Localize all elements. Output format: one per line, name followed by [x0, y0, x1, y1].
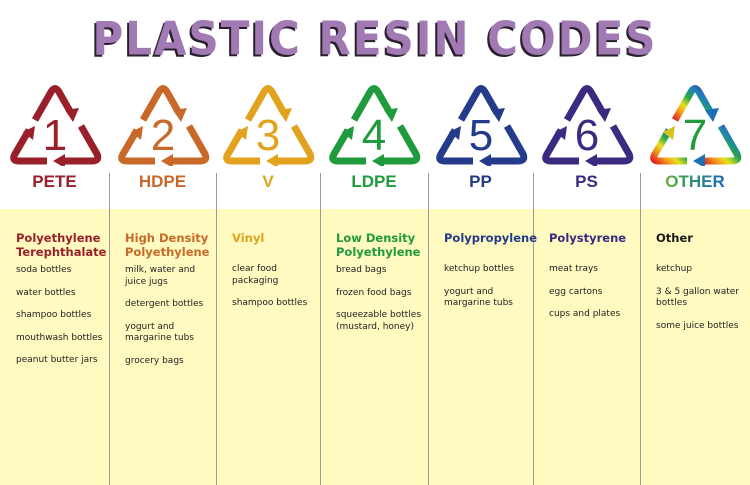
column-divider [428, 173, 429, 485]
example-item: cups and plates [549, 309, 621, 319]
resin-number: 7 [683, 111, 707, 160]
resin-abbreviation: OTHER [640, 172, 750, 192]
recycle-triangle-icon: 2 [117, 85, 209, 166]
resin-code-column-1: 1 PETE Polyethylene Terephthalate soda b… [0, 0, 109, 485]
example-item: squeezable bottles (mustard, honey) [336, 310, 422, 332]
example-item: some juice bottles [656, 320, 739, 331]
example-item: shampoo bottles [16, 310, 92, 320]
example-item: detergent bottles [125, 299, 204, 309]
example-item: meat trays [549, 264, 598, 274]
resin-code-column-7: 7 OTHER Other ketchup 3 & 5 gallon water … [640, 0, 750, 485]
resin-number: 4 [362, 111, 386, 160]
example-item: milk, water and juice jugs [125, 265, 196, 287]
resin-abbreviation: LDPE [351, 172, 397, 191]
recycle-triangle-icon: 4 [329, 85, 421, 166]
recycle-triangle-icon: 6 [541, 85, 633, 166]
example-items-list: soda bottles water bottles shampoo bottles… [16, 265, 103, 378]
example-item: 3 & 5 gallon water bottles [656, 286, 739, 309]
example-items-list: meat trays egg cartons cups and plates [549, 264, 634, 332]
resin-abbreviation: V [262, 172, 274, 191]
example-item: yogurt and margarine tubs [125, 321, 194, 344]
resin-full-name: Vinyl [232, 231, 265, 245]
resin-code-column-2: 2 HDPE High Density Polyethylene milk, w… [109, 0, 216, 485]
recycle-triangle-icon: 7 [650, 85, 742, 166]
column-divider [216, 173, 217, 485]
resin-full-name: Other [656, 231, 693, 245]
resin-code-column-6: 6 PS Polystyrene meat trays egg cartons cu… [533, 0, 640, 485]
example-item: peanut butter jars [16, 355, 98, 365]
example-items-list: bread bags frozen food bags squeezable bot… [336, 265, 422, 344]
example-item: grocery bags [125, 355, 184, 366]
example-item: shampoo bottles [232, 298, 308, 308]
example-item: yogurt and margarine tubs [444, 286, 513, 309]
recycle-triangle-icon: 5 [435, 85, 527, 166]
example-items-list: milk, water and juice jugs detergent bott… [125, 265, 210, 378]
resin-full-name: Polyethylene Terephthalate [16, 231, 107, 259]
resin-number: 1 [42, 111, 66, 160]
resin-number: 5 [468, 111, 492, 160]
resin-abbreviation: PP [469, 172, 492, 191]
example-items-list: ketchup bottles yogurt and margarine tubs [444, 264, 527, 321]
description-panel [0, 209, 750, 485]
resin-full-name: High Density Polyethylene [125, 231, 210, 259]
resin-abbreviation: PETE [32, 172, 77, 191]
example-items-list: clear food packaging shampoo bottles [232, 264, 314, 321]
resin-abbreviation: PS [575, 172, 598, 191]
example-item: ketchup [656, 264, 693, 274]
resin-code-column-4: 4 LDPE Low Density Polyethylene bread ba… [320, 0, 428, 485]
example-item: soda bottles [16, 265, 72, 275]
resin-number: 2 [150, 111, 174, 160]
resin-number: 3 [256, 111, 280, 160]
resin-full-name: Polystyrene [549, 231, 627, 245]
resin-full-name: Low Density Polyethylene [336, 231, 421, 259]
example-item: bread bags [336, 265, 387, 275]
resin-code-column-5: 5 PP Polypropylene ketchup bottles yogurt… [428, 0, 538, 485]
resin-full-name: Polypropylene [444, 231, 538, 245]
page-title: PLASTIC RESIN CODES [92, 11, 658, 66]
resin-code-column-3: 3 V Vinyl clear food packaging shampoo bo… [216, 0, 320, 485]
recycle-triangle-icon: 3 [223, 85, 315, 166]
resin-abbreviation: HDPE [138, 172, 187, 191]
column-divider [533, 173, 534, 485]
example-item: ketchup bottles [444, 264, 514, 274]
recycle-triangle-icon: 1 [9, 85, 101, 166]
column-divider [320, 173, 321, 485]
resin-number: 6 [574, 111, 598, 160]
example-item: frozen food bags [336, 287, 412, 298]
example-item: mouthwash bottles [16, 332, 103, 343]
column-divider [109, 173, 110, 485]
example-item: clear food packaging [232, 264, 279, 286]
example-item: water bottles [16, 287, 76, 298]
column-divider [640, 173, 641, 485]
example-item: egg cartons [549, 286, 603, 297]
example-items-list: ketchup 3 & 5 gallon water bottles some ju… [656, 264, 744, 343]
